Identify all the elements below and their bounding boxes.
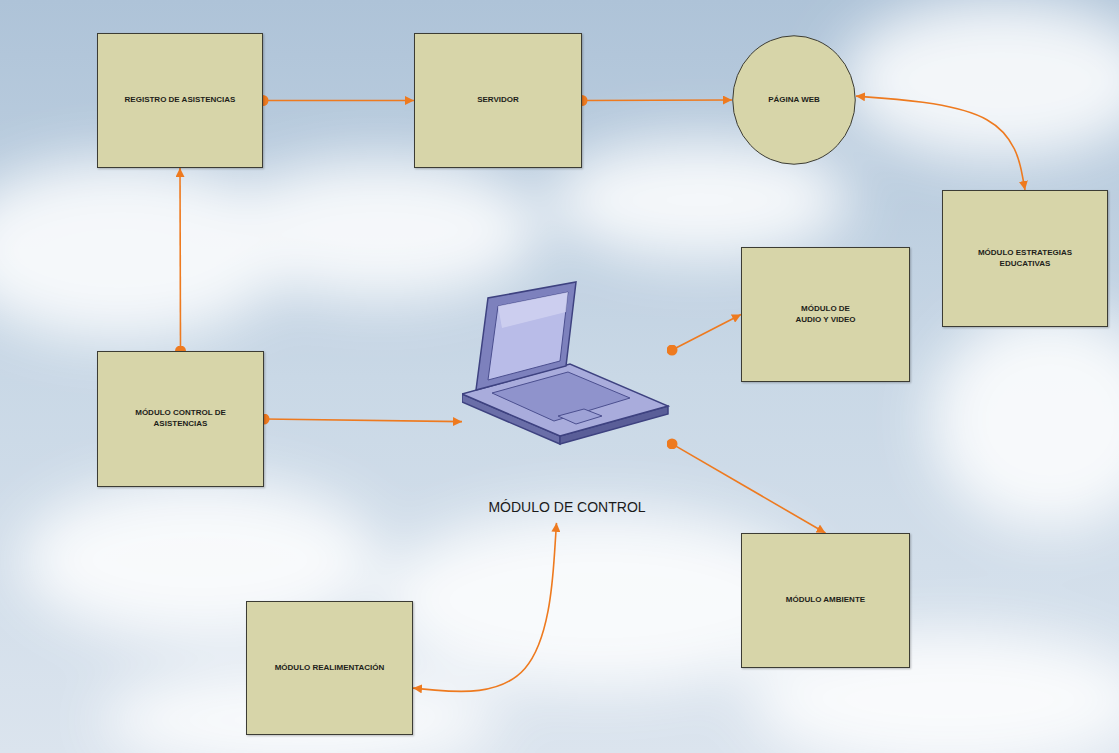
module-label: MÓDULO DE AUDIO Y VIDEO <box>790 304 862 326</box>
module-box: MÓDULO CONTROL DE ASISTENCIAS <box>97 351 264 487</box>
module-label: MÓDULO AMBIENTE <box>786 595 865 606</box>
module-label: PÁGINA WEB <box>768 95 820 106</box>
laptop-icon <box>462 276 672 448</box>
connector-arrow <box>264 419 462 422</box>
module-box: MÓDULO ESTRATEGIAS EDUCATIVAS <box>942 190 1108 327</box>
connector-arrow <box>179 168 181 351</box>
control-label: MÓDULO DE CONTROL <box>488 498 645 517</box>
module-label: SERVIDOR <box>477 95 519 106</box>
module-label: MÓDULO ESTRATEGIAS EDUCATIVAS <box>970 248 1080 270</box>
module-box: MÓDULO AMBIENTE <box>741 533 910 668</box>
module-box: MÓDULO REALIMENTACIÓN <box>246 601 413 735</box>
connector-arrow <box>582 99 732 101</box>
connector-arrow <box>672 444 826 533</box>
connector-arrow <box>856 96 1025 190</box>
module-box: MÓDULO DE AUDIO Y VIDEO <box>741 247 910 382</box>
module-label: REGISTRO DE ASISTENCIAS <box>125 95 236 106</box>
module-box: SERVIDOR <box>414 33 582 168</box>
web-page-circle: PÁGINA WEB <box>732 35 856 165</box>
connector-arrow <box>263 100 414 102</box>
connector-arrow <box>413 523 557 692</box>
control-laptop: MÓDULO DE CONTROL <box>462 276 672 523</box>
module-label: MÓDULO REALIMENTACIÓN <box>275 663 385 674</box>
module-box: REGISTRO DE ASISTENCIAS <box>97 33 263 168</box>
circle-shape <box>733 36 856 164</box>
connector-arrow <box>672 315 741 351</box>
module-label: MÓDULO CONTROL DE ASISTENCIAS <box>131 408 231 430</box>
